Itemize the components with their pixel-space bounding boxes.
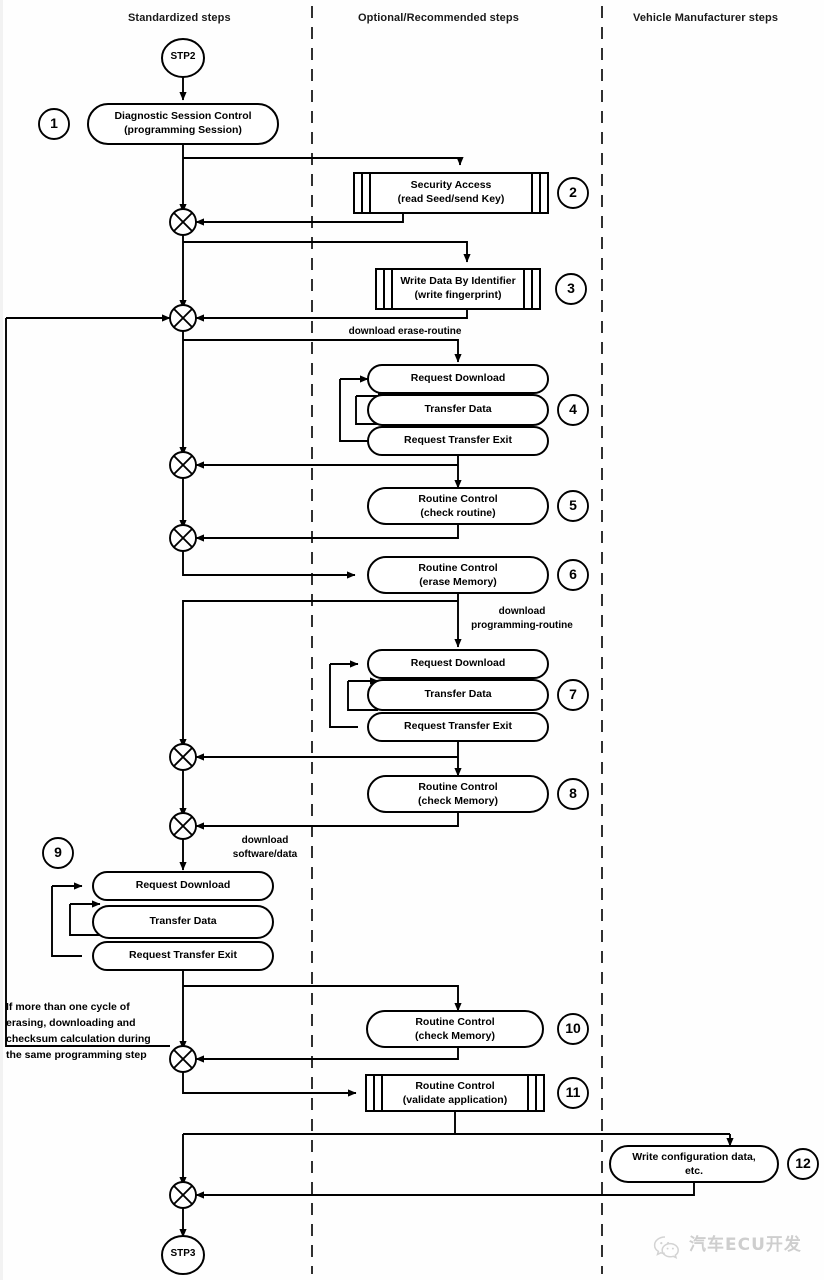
junction-8: [169, 1181, 197, 1209]
column-header-vehicle-manufacturer: Vehicle Manufacturer steps: [633, 12, 779, 24]
step-7-request-download-shape[interactable]: [367, 649, 549, 679]
step-12-shape[interactable]: [609, 1145, 779, 1183]
junction-nodes: [169, 208, 197, 1209]
step-5-shape[interactable]: [367, 487, 549, 525]
column-header-optional: Optional/Recommended steps: [358, 12, 519, 24]
step-9-transfer-data-shape[interactable]: [92, 905, 274, 939]
terminator-shapes: [161, 38, 205, 1275]
step-7-request-transfer-exit-shape[interactable]: [367, 712, 549, 742]
badge-3-shape: [555, 273, 587, 305]
badge-5-shape: [557, 490, 589, 522]
step-2-shape[interactable]: [353, 172, 549, 214]
badge-8-shape: [557, 778, 589, 810]
wechat-icon-spacer: [652, 1231, 682, 1255]
junction-1: [169, 208, 197, 236]
step-9-request-download-shape[interactable]: [92, 871, 274, 901]
step-10-shape[interactable]: [366, 1010, 544, 1048]
step-badges: [38, 108, 819, 1180]
terminator-start-shape: [161, 38, 205, 78]
step-9-request-transfer-exit-shape[interactable]: [92, 941, 274, 971]
step-4-transfer-data-shape[interactable]: [367, 394, 549, 426]
connector-edges: [5, 76, 734, 1238]
badge-4-shape: [557, 394, 589, 426]
junction-4: [169, 524, 197, 552]
step-8-shape[interactable]: [367, 775, 549, 813]
watermark: 汽车ECU开发: [652, 1230, 802, 1255]
step-4-request-download-shape[interactable]: [367, 364, 549, 394]
step-6-shape[interactable]: [367, 556, 549, 594]
column-header-standardized: Standardized steps: [128, 12, 231, 24]
badge-6-shape: [557, 559, 589, 591]
junction-5: [169, 743, 197, 771]
step-3-shape[interactable]: [375, 268, 541, 310]
badge-10-shape: [557, 1013, 589, 1045]
terminator-end-shape: [161, 1235, 205, 1275]
badge-9-shape: [42, 837, 74, 869]
step-1-shape[interactable]: [87, 103, 279, 145]
badge-7-shape: [557, 679, 589, 711]
badge-11-shape: [557, 1077, 589, 1109]
junction-2: [169, 304, 197, 332]
step-4-request-transfer-exit-shape[interactable]: [367, 426, 549, 456]
step-shapes: [87, 103, 779, 1183]
badge-1-shape: [38, 108, 70, 140]
junction-3: [169, 451, 197, 479]
step-7-transfer-data-shape[interactable]: [367, 679, 549, 711]
watermark-text: 汽车ECU开发: [689, 1235, 802, 1255]
column-dividers: [311, 6, 603, 1274]
junction-6: [169, 812, 197, 840]
step-11-shape[interactable]: [365, 1074, 545, 1112]
badge-12-shape: [787, 1148, 819, 1180]
junction-7: [169, 1045, 197, 1073]
wechat-icon: [653, 1236, 679, 1260]
badge-2-shape: [557, 177, 589, 209]
